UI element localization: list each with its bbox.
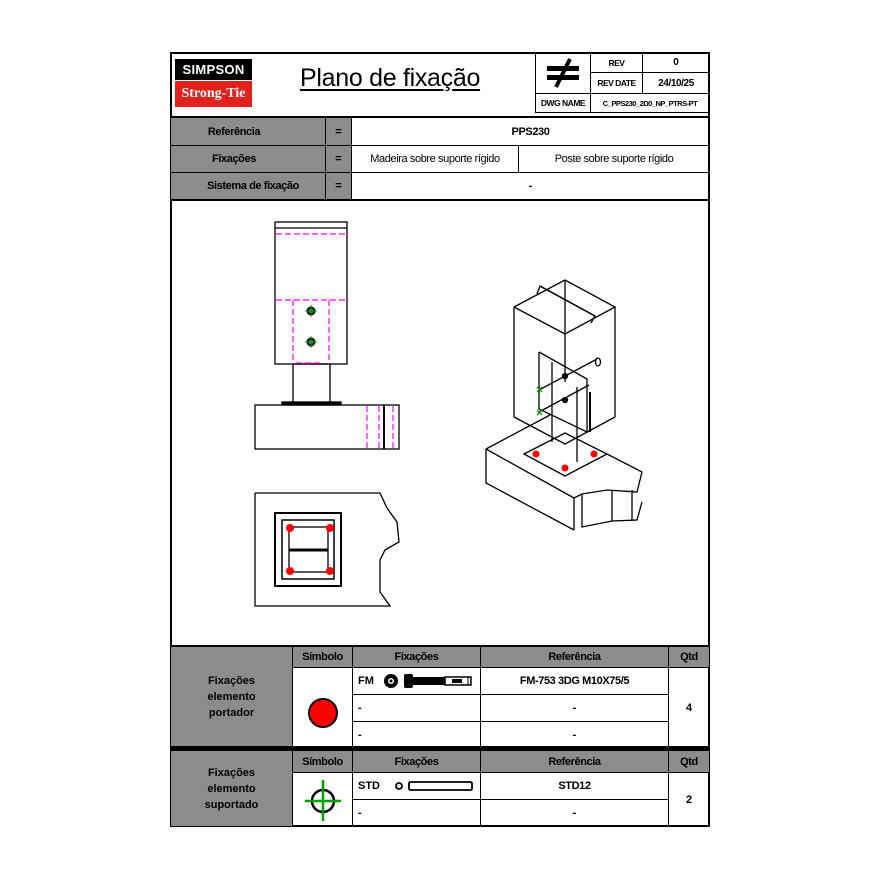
info-value-fixings-1: Madeira sobre suporte rígido	[351, 145, 519, 173]
anchor-markers-plan	[286, 524, 334, 575]
info-value-system: -	[351, 172, 710, 200]
red-dot-icon	[307, 697, 338, 728]
info-label-system: Sistema de fixação	[170, 172, 326, 200]
not-equal-box	[535, 52, 591, 94]
rev-value: 0	[642, 52, 710, 73]
section-2-qty: 2	[668, 772, 710, 827]
info-label-reference: Referência	[170, 117, 326, 146]
section-1-row-2-reference: -	[480, 694, 669, 722]
rev-date-label: REV DATE	[590, 72, 643, 94]
section-divider	[170, 746, 710, 751]
isometric-view	[485, 279, 643, 531]
section-1-qty: 4	[668, 667, 710, 748]
section-2-header-qty: Qtd	[668, 750, 710, 773]
plan-view	[254, 492, 400, 607]
section-2-row-2-fixing: -	[352, 799, 481, 827]
technical-drawing	[254, 221, 643, 607]
section-1-row-2-fixing: -	[352, 694, 481, 722]
crosshair-circle-icon	[304, 779, 341, 821]
front-elevation-view	[254, 221, 400, 450]
section-2-row-1-fixing: STD	[352, 772, 481, 800]
logo-strong-tie: Strong-Tie	[175, 81, 252, 107]
info-eq-reference: =	[325, 117, 352, 146]
section-1-row-1-fixing: FM	[352, 667, 481, 695]
section-2-header-reference: Referência	[480, 750, 669, 773]
not-equal-icon	[547, 58, 579, 88]
dwg-name-label: DWG NAME	[535, 93, 591, 113]
dwg-name-value: C_PPS230_2D0_NP_PTRS-PT	[590, 93, 710, 113]
section-2-row-2-reference: -	[480, 799, 669, 827]
info-label-fixings: Fixações	[170, 145, 326, 173]
rev-label: REV	[590, 52, 643, 73]
dowel-markers-front	[305, 305, 317, 348]
section-1-header-qty: Qtd	[668, 646, 710, 668]
dowel-pin-icon	[395, 781, 473, 791]
info-eq-fixings: =	[325, 145, 352, 173]
anchor-markers-iso	[532, 386, 598, 472]
section-1-header-symbol: Símbolo	[292, 646, 353, 668]
section-1-row-1-reference: FM-753 3DG M10X75/5	[480, 667, 669, 695]
section-1-row-3-reference: -	[480, 721, 669, 748]
info-eq-system: =	[325, 172, 352, 200]
info-value-reference: PPS230	[351, 117, 710, 146]
drawing-area	[170, 199, 710, 647]
anchor-bolt-icon	[383, 674, 472, 688]
section-2-row-1-reference: STD12	[480, 772, 669, 800]
section-2-header-symbol: Símbolo	[292, 750, 353, 773]
section-1-header-reference: Referência	[480, 646, 669, 668]
section-1-label: Fixações elemento portador	[170, 646, 293, 748]
logo-simpson: SIMPSON	[175, 59, 252, 80]
page-title: Plano de fixação	[300, 64, 481, 92]
section-2-label: Fixações elemento suportado	[170, 750, 293, 827]
section-1-header-fixings: Fixações	[352, 646, 481, 668]
section-2-symbol-cell	[292, 772, 353, 827]
info-value-fixings-2: Poste sobre suporte rígido	[518, 145, 710, 173]
rev-date-value: 24/10/25	[642, 72, 710, 94]
brand-logo: SIMPSON Strong-Tie	[175, 59, 252, 108]
section-1-row-3-fixing: -	[352, 721, 481, 748]
section-1-symbol-cell	[292, 667, 353, 748]
section-2-header-fixings: Fixações	[352, 750, 481, 773]
